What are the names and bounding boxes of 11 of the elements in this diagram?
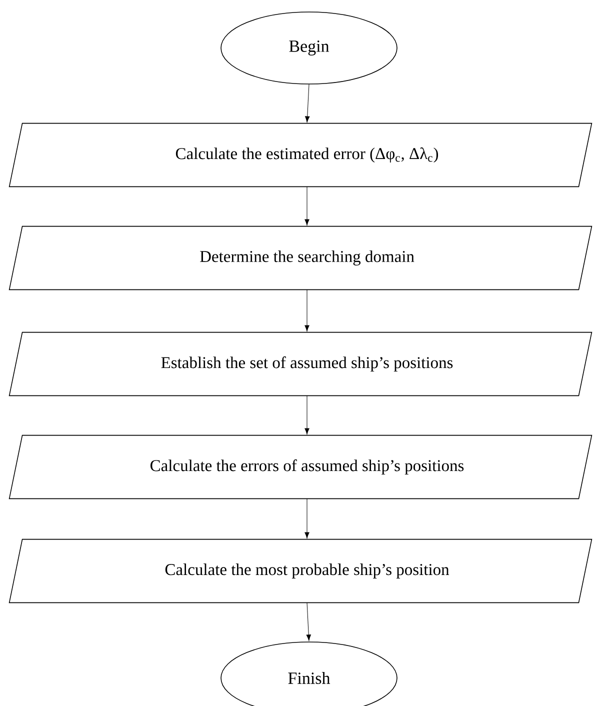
arrow bbox=[304, 395, 310, 434]
arrow bbox=[306, 602, 311, 641]
arrow bbox=[305, 84, 310, 122]
arrow bbox=[304, 186, 310, 226]
process-parallelogram: Determine the searching domain bbox=[8, 226, 592, 290]
process-parallelogram: Establish the set of assumed ship’s positions bbox=[8, 332, 592, 396]
process-parallelogram: Calculate the estimated error (Δφ$_{c}$, Δλ$_{c}$) bbox=[8, 122, 592, 188]
arrow bbox=[304, 498, 310, 538]
arrow bbox=[304, 289, 310, 332]
process-parallelogram: Calculate the errors of assumed ship’s positions bbox=[8, 434, 592, 500]
process-parallelogram: Calculate the most probable ship’s position bbox=[8, 538, 592, 604]
